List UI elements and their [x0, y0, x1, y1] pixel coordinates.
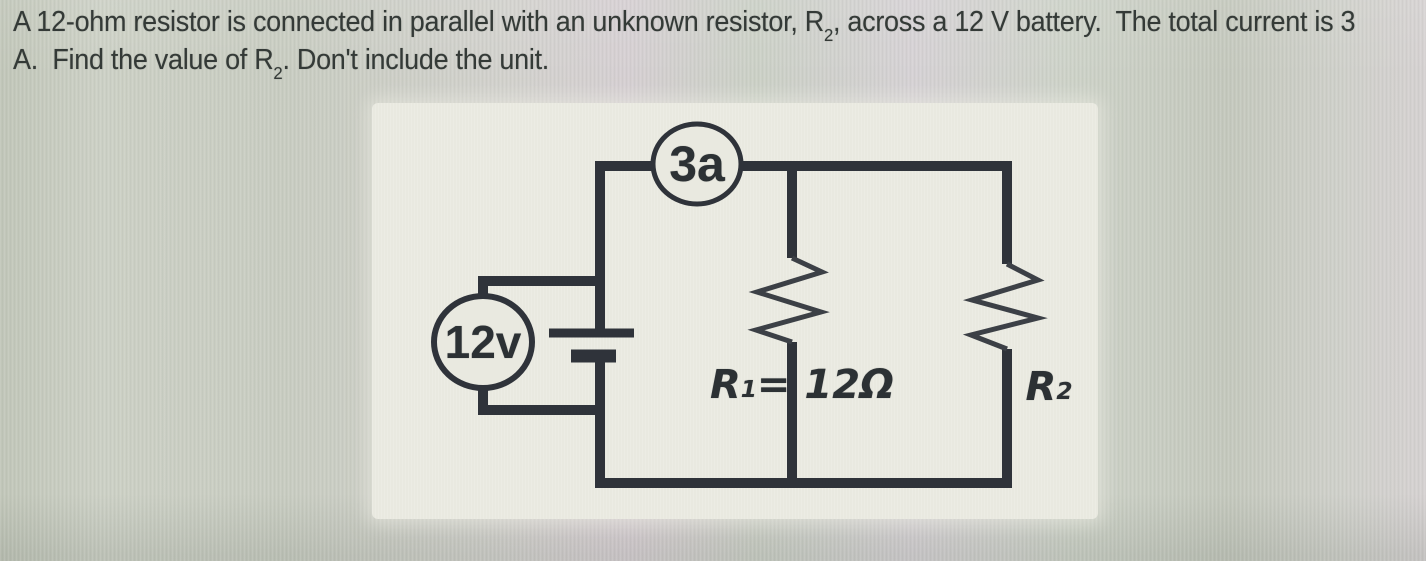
- ammeter-circle: [650, 121, 744, 207]
- wire-source-top-lead: [478, 276, 600, 298]
- r1-letter: R: [709, 362, 741, 408]
- question-line-2-cont: . Don't include the unit.: [282, 44, 549, 76]
- r2-subscript: 2: [823, 25, 833, 46]
- r2-letter: R: [1025, 364, 1057, 410]
- wire-top-right: [741, 161, 1012, 264]
- question-text: A 12-ohm resistor is connected in parall…: [13, 3, 1426, 82]
- question-line-1: A 12-ohm resistor is connected in parall…: [13, 3, 1356, 44]
- resistor-r2-zigzag: [962, 261, 1048, 352]
- question-line-1-text: A 12-ohm resistor is connected in parall…: [13, 6, 824, 38]
- wire-source-bottom-lead: [478, 386, 600, 415]
- wire-top-left: [595, 161, 654, 330]
- r1-value: = 12Ω: [756, 362, 895, 408]
- battery-source-circle: [431, 293, 535, 391]
- question-line-1-cont: , across a 12 V battery. The total curre…: [832, 6, 1356, 38]
- battery-voltage-label: 12v: [430, 311, 536, 373]
- ammeter-label: 3a: [651, 129, 743, 199]
- wire-bottom-loop: [595, 349, 1012, 488]
- r2-subscript: 2: [273, 63, 283, 84]
- battery-voltage-text: 12v: [444, 316, 522, 368]
- question-line-2-text: A. Find the value of R: [13, 44, 274, 76]
- question-line-2: A. Find the value of R2. Don't include t…: [13, 41, 1355, 82]
- resistor-r1-zigzag: [747, 255, 830, 345]
- ammeter-label-text: 3a: [669, 136, 725, 192]
